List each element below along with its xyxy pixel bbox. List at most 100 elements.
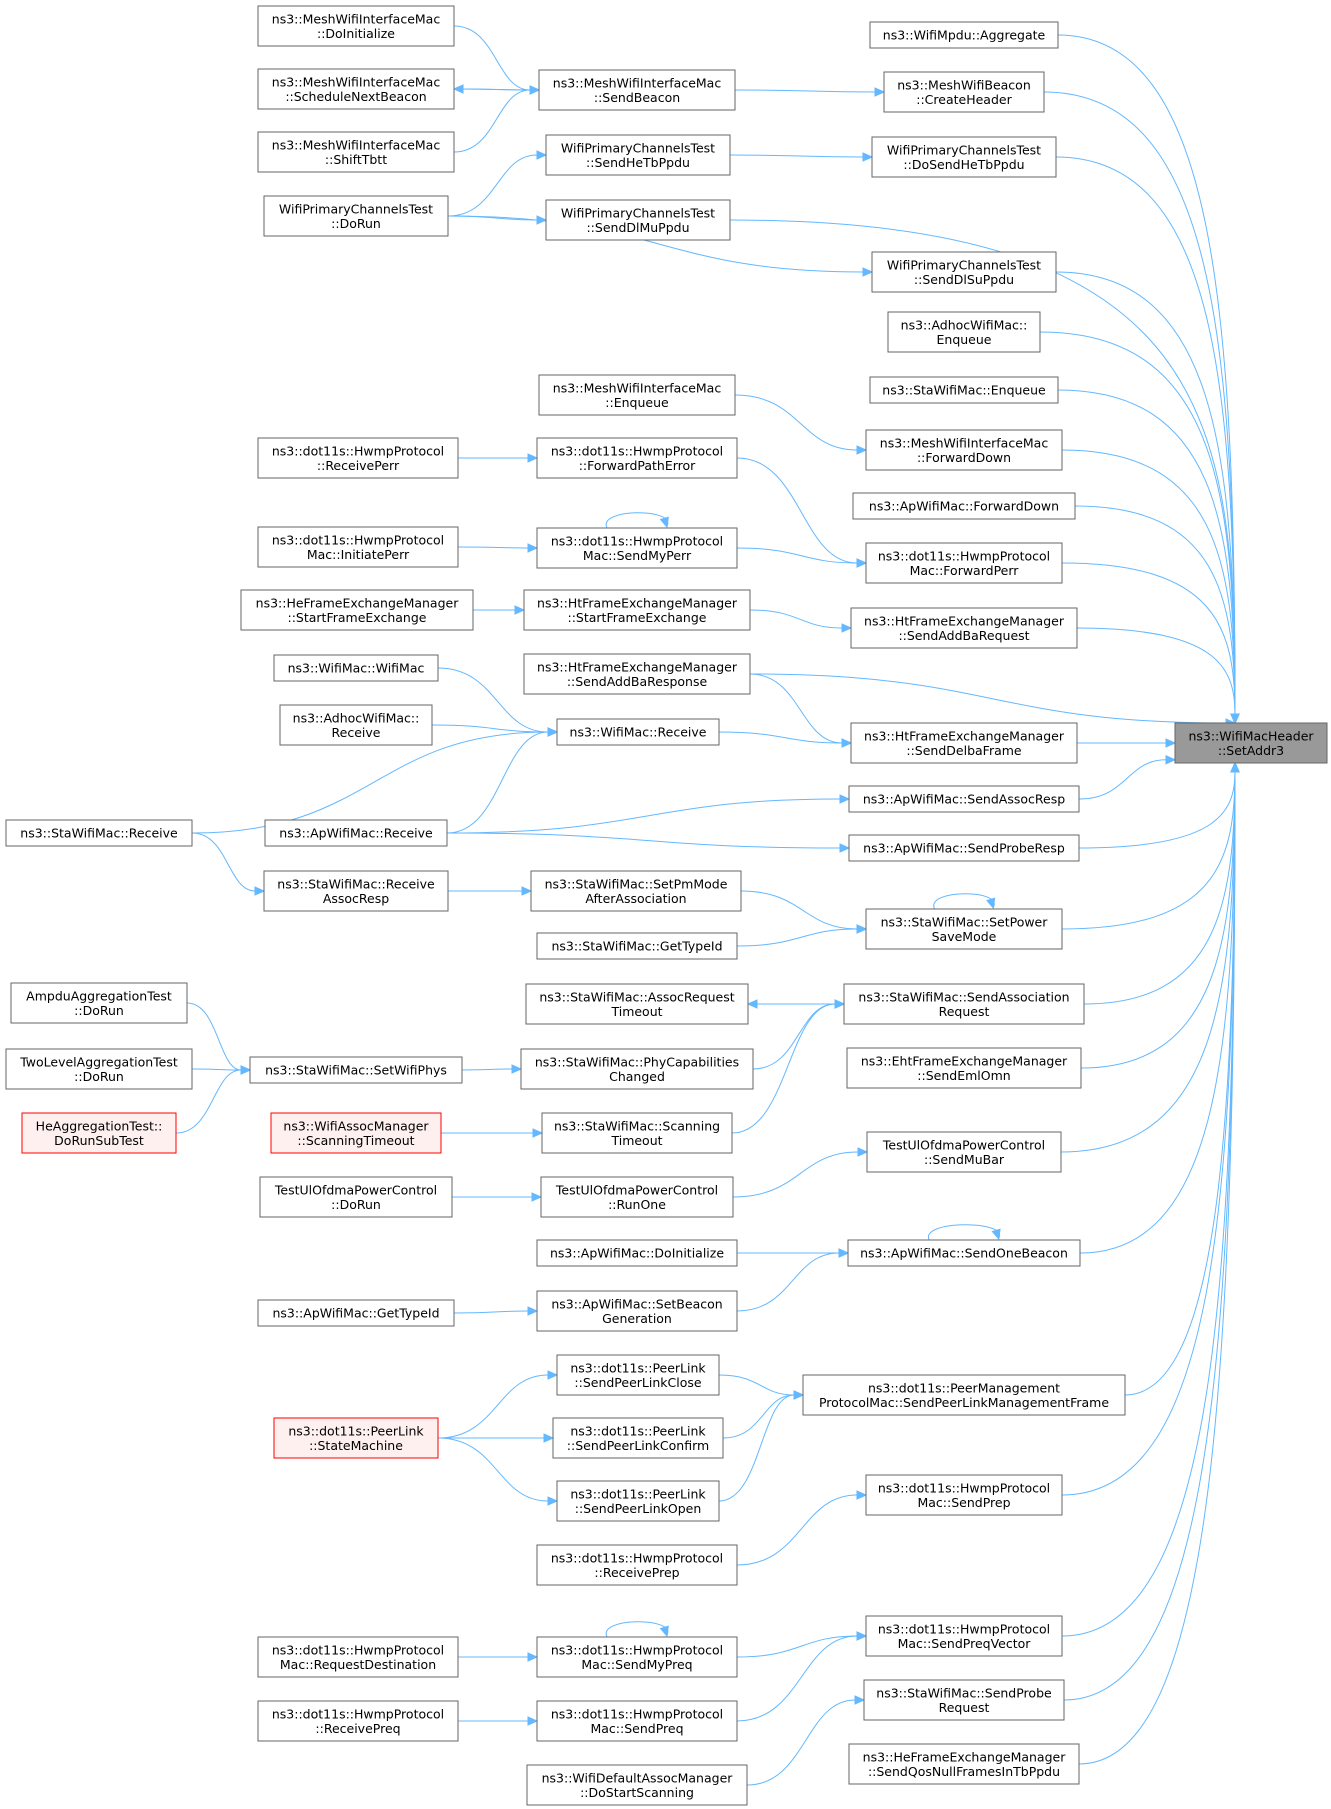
node-twoLevelDoRun[interactable]: TwoLevelAggregationTest::DoRun (5, 1048, 193, 1090)
node-apSendOneBeacon[interactable]: ns3::ApWifiMac::SendOneBeacon (847, 1239, 1081, 1267)
node-wpcSendHeTb[interactable]: WifiPrimaryChannelsTest::SendHeTbPpdu (545, 134, 731, 176)
node-plStateMachine[interactable]: ns3::dot11s::PeerLink::StateMachine (273, 1417, 439, 1459)
node-box (541, 1112, 733, 1154)
node-wdamDoStartScan[interactable]: ns3::WifiDefaultAssocManager::DoStartSca… (526, 1764, 748, 1806)
node-staEnqueue[interactable]: ns3::StaWifiMac::Enqueue (869, 376, 1059, 404)
node-sendDlMu[interactable]: WifiPrimaryChannelsTest::SendDlMuPpdu (545, 199, 731, 241)
node-meshSchedNext[interactable]: ns3::MeshWifiInterfaceMac::ScheduleNextB… (257, 68, 455, 110)
node-staReceive[interactable]: ns3::StaWifiMac::Receive (5, 819, 193, 847)
node-apGetTypeId[interactable]: ns3::ApWifiMac::GetTypeId (257, 1299, 455, 1327)
node-heSendQosNull[interactable]: ns3::HeFrameExchangeManager::SendQosNull… (848, 1743, 1080, 1785)
edge-hwmpMacInitPerr-to-hwmpMacSendMyPerr (457, 543, 539, 553)
node-staSetWifiPhys[interactable]: ns3::StaWifiMac::SetWifiPhys (249, 1056, 463, 1084)
node-apSendAssocResp[interactable]: ns3::ApWifiMac::SendAssocResp (848, 785, 1080, 813)
node-label-line: ns3::StaWifiMac::SetPower (881, 914, 1049, 929)
edge-apReceive-to-apSendProbeResp (446, 832, 851, 853)
node-adhocEnqueue[interactable]: ns3::AdhocWifiMac::Enqueue (887, 311, 1041, 353)
node-meshCreateHeader[interactable]: ns3::MeshWifiBeacon::CreateHeader (883, 71, 1045, 113)
edge-line (462, 88, 540, 91)
node-staGetTypeId[interactable]: ns3::StaWifiMac::GetTypeId (536, 932, 738, 960)
node-plSendClose[interactable]: ns3::dot11s::PeerLink::SendPeerLinkClose (556, 1354, 720, 1396)
node-label-line: ::DoSendHeTbPpdu (903, 157, 1024, 172)
node-wpcDoRun[interactable]: WifiPrimaryChannelsTest::DoRun (263, 195, 449, 237)
node-staSetPmAfter[interactable]: ns3::StaWifiMac::SetPmModeAfterAssociati… (530, 870, 742, 912)
node-htStartFE[interactable]: ns3::HtFrameExchangeManager::StartFrameE… (523, 589, 751, 631)
node-heAggDoRunSub[interactable]: HeAggregationTest::DoRunSubTest (21, 1112, 177, 1154)
node-apFwdDown[interactable]: ns3::ApWifiMac::ForwardDown (852, 492, 1076, 520)
edge-meshSendBeacon-to-meshCreateHeader (734, 87, 886, 97)
node-staScanningTimeout[interactable]: ns3::StaWifiMac::ScanningTimeout (541, 1112, 733, 1154)
node-sendDlSu[interactable]: WifiPrimaryChannelsTest::SendDlSuPpdu (871, 251, 1057, 293)
node-plSendOpen[interactable]: ns3::dot11s::PeerLink::SendPeerLinkOpen (556, 1480, 720, 1522)
node-meshDoInit[interactable]: ns3::MeshWifiInterfaceMac::DoInitialize (257, 5, 455, 47)
node-pmpSendPLMF[interactable]: ns3::dot11s::PeerManagementProtocolMac::… (802, 1374, 1126, 1416)
node-doSendHeTb[interactable]: WifiPrimaryChannelsTest::DoSendHeTbPpdu (871, 136, 1057, 178)
node-ampduDoRun[interactable]: AmpduAggregationTest::DoRun (10, 982, 188, 1024)
node-tuoRunOne[interactable]: TestUlOfdmaPowerControl::RunOne (540, 1176, 734, 1218)
node-hwmpMacInitPerr[interactable]: ns3::dot11s::HwmpProtocolMac::InitiatePe… (257, 526, 459, 568)
node-wifiMacWifiMac[interactable]: ns3::WifiMac::WifiMac (273, 654, 439, 682)
edge-line (1055, 156, 1236, 715)
edge-arrowhead (839, 843, 851, 853)
node-box (264, 819, 448, 847)
node-tuoSendMuBar[interactable]: TestUlOfdmaPowerControl::SendMuBar (866, 1131, 1062, 1173)
node-label-line: ns3::HeFrameExchangeManager (863, 1749, 1067, 1764)
node-hwmpFwdPathErr[interactable]: ns3::dot11s::HwmpProtocol::ForwardPathEr… (536, 437, 738, 479)
node-label-line: ::SendAddBaRequest (898, 628, 1029, 643)
edge-arrowhead (1165, 755, 1177, 765)
edge-line (186, 1002, 242, 1071)
node-htSendAddBaReq[interactable]: ns3::HtFrameExchangeManager::SendAddBaRe… (850, 607, 1078, 649)
node-apSendProbeResp[interactable]: ns3::ApWifiMac::SendProbeResp (848, 834, 1080, 862)
edge-line (718, 1394, 795, 1502)
node-hwmpMacSendPreqVec[interactable]: ns3::dot11s::HwmpProtocolMac::SendPreqVe… (865, 1615, 1063, 1657)
node-label-line: ::ReceivePreq (315, 1721, 400, 1736)
node-wamScanningTimeout[interactable]: ns3::WifiAssocManager::ScanningTimeout (270, 1112, 442, 1154)
node-meshSendBeacon[interactable]: ns3::MeshWifiInterfaceMac::SendBeacon (538, 69, 736, 111)
edge-arrowhead (254, 886, 266, 896)
node-root[interactable]: ns3::WifiMacHeader::SetAddr3 (1174, 722, 1328, 764)
node-apDoInit[interactable]: ns3::ApWifiMac::DoInitialize (536, 1239, 738, 1267)
node-hwmpRecvPerr[interactable]: ns3::dot11s::HwmpProtocol::ReceivePerr (257, 437, 459, 479)
node-hwmpReqDest[interactable]: ns3::dot11s::HwmpProtocolMac::RequestDes… (257, 1636, 459, 1678)
node-label-line: ns3::MeshWifiInterfaceMac (553, 380, 722, 395)
edge-staSetPowerSave-to-staSetPowerSave (933, 893, 996, 910)
node-mpduAgg[interactable]: ns3::WifiMpdu::Aggregate (869, 21, 1059, 49)
node-apReceive[interactable]: ns3::ApWifiMac::Receive (264, 819, 448, 847)
node-meshShiftTbtt[interactable]: ns3::MeshWifiInterfaceMac::ShiftTbtt (257, 131, 455, 173)
node-tuoDoRun[interactable]: TestUlOfdmaPowerControl::DoRun (259, 1176, 453, 1218)
node-hwmpRecvPreq[interactable]: ns3::dot11s::HwmpProtocol::ReceivePreq (257, 1700, 459, 1742)
node-adhocReceive[interactable]: ns3::AdhocWifiMac::Receive (279, 704, 433, 746)
node-hwmpFwdPerr[interactable]: ns3::dot11s::HwmpProtocolMac::ForwardPer… (865, 542, 1063, 584)
edge-heStartFE-to-htStartFE (473, 605, 526, 615)
node-box (249, 1056, 463, 1084)
node-htSendAddBaResp[interactable]: ns3::HtFrameExchangeManager::SendAddBaRe… (523, 653, 751, 695)
node-meshFwdDown[interactable]: ns3::MeshWifiInterfaceMac::ForwardDown (865, 429, 1063, 471)
node-meshEnqueue[interactable]: ns3::MeshWifiInterfaceMac::Enqueue (538, 374, 736, 416)
edge-line (457, 546, 529, 549)
node-htSendDelba[interactable]: ns3::HtFrameExchangeManager::SendDelbaFr… (850, 722, 1078, 764)
node-label-line: WifiPrimaryChannelsTest (887, 257, 1041, 272)
node-plSendConfirm[interactable]: ns3::dot11s::PeerLink::SendPeerLinkConfi… (552, 1417, 724, 1459)
edge-hwmpMacSendMyPerr-to-hwmpMacSendMyPerr (605, 512, 669, 529)
node-heStartFE[interactable]: ns3::HeFrameExchangeManager::StartFrameE… (240, 589, 474, 631)
edge-line (1061, 771, 1236, 1496)
edge-arrowhead (547, 727, 559, 737)
edge-arrowhead (527, 543, 539, 553)
node-wifiMacReceive[interactable]: ns3::WifiMac::Receive (556, 718, 720, 746)
node-box (273, 1417, 439, 1459)
node-ehtSendEmlOmn[interactable]: ns3::EhtFrameExchangeManager::SendEmlOmn (846, 1047, 1082, 1089)
node-hwmpRecvPrep[interactable]: ns3::dot11s::HwmpProtocol::ReceivePrep (536, 1544, 738, 1586)
node-label-line: Enqueue (937, 332, 992, 347)
